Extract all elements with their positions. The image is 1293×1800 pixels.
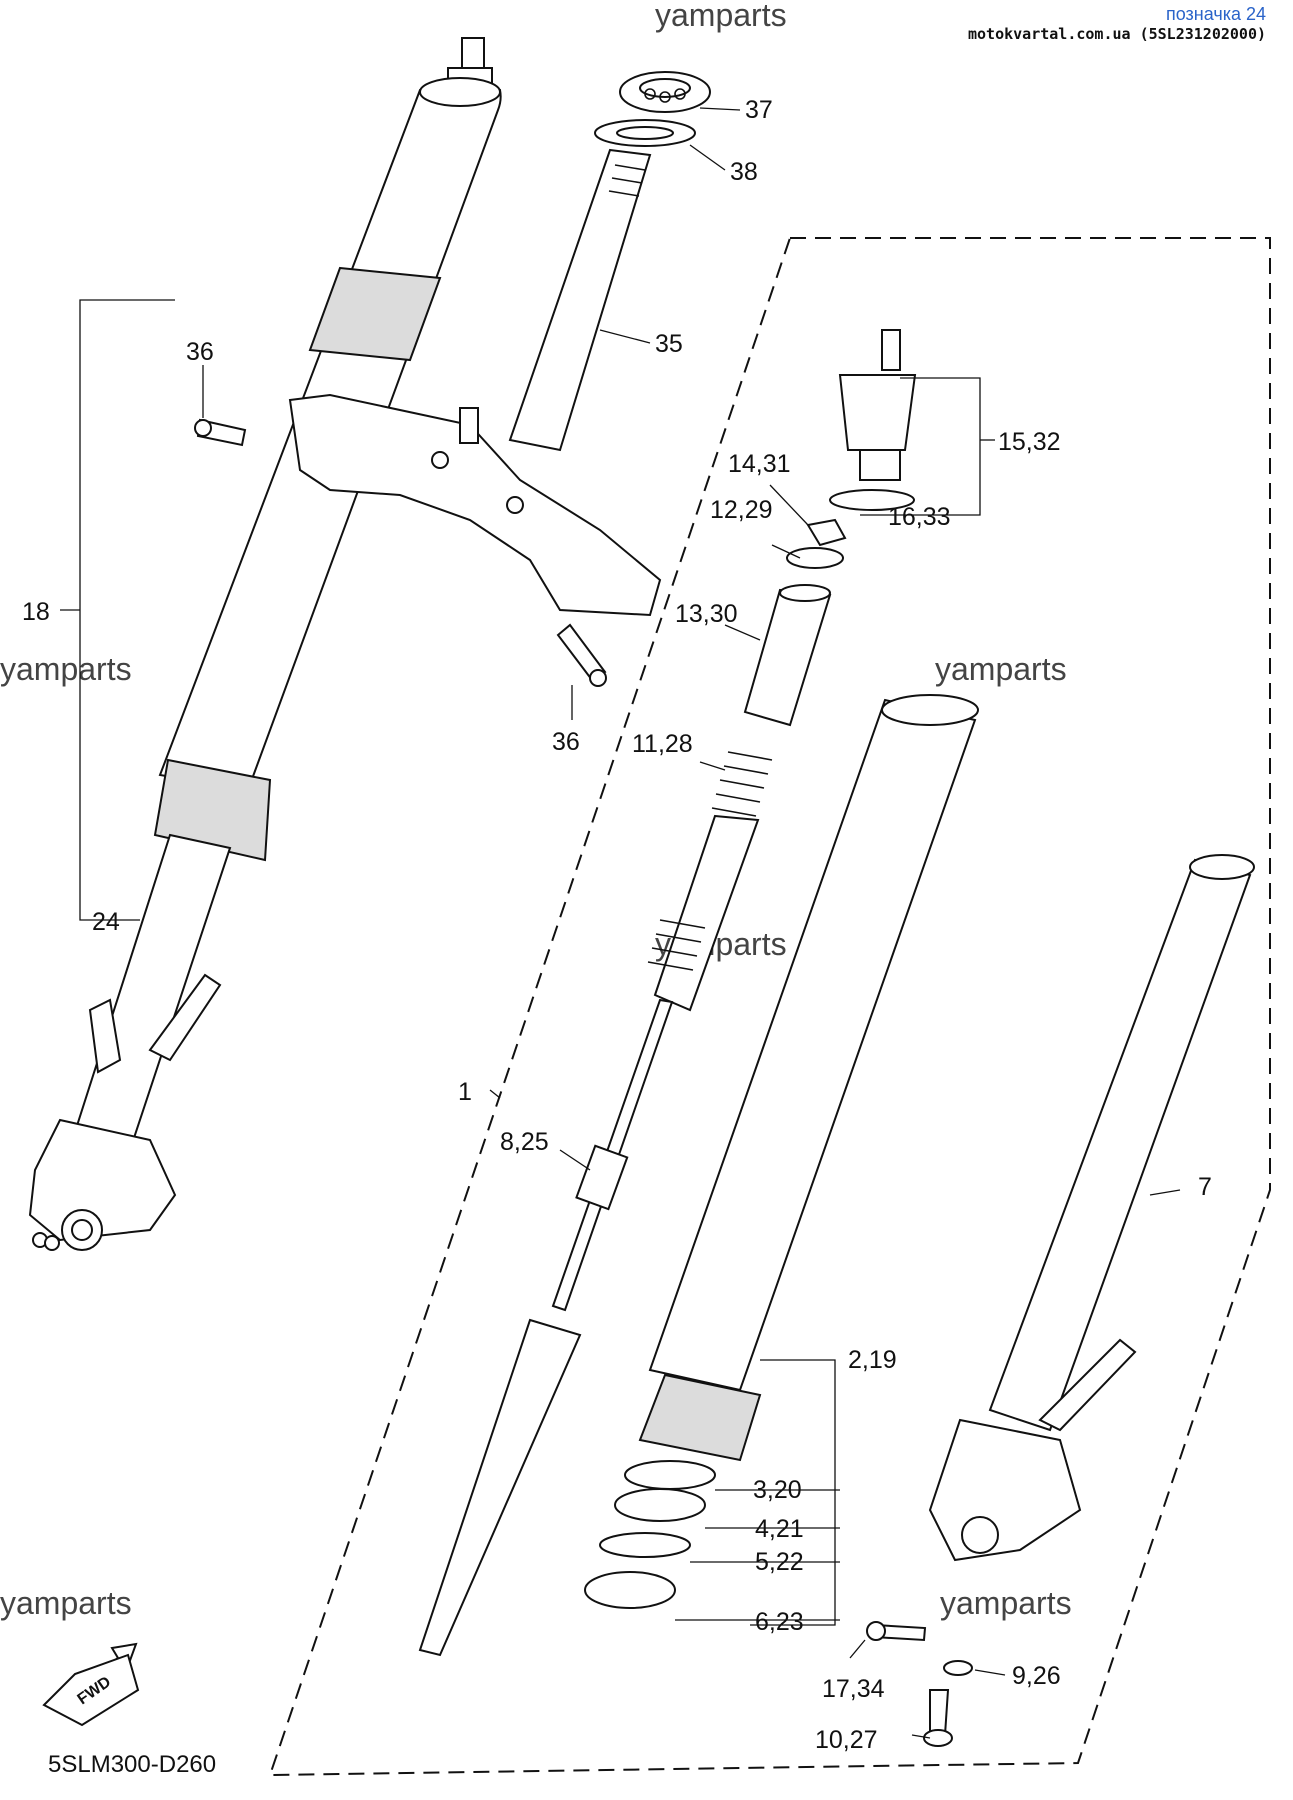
watermark-right: yamparts: [935, 651, 1067, 687]
callout-35: 35: [655, 330, 683, 358]
callout-6-23: 6,23: [755, 1608, 804, 1636]
assembly-boundary: [268, 237, 1271, 1777]
cap-bolt-15: [838, 329, 917, 481]
callout-38: 38: [730, 158, 758, 186]
bearing-37: [619, 71, 711, 113]
callout-18: 18: [22, 598, 50, 626]
callout-24: 24: [92, 908, 120, 936]
fwd-arrow: FWD: [42, 1642, 140, 1727]
callout-11-28: 11,28: [632, 730, 693, 758]
axle-bracket-left: [28, 1118, 177, 1242]
callout-16-33: 16,33: [888, 503, 951, 531]
callout-3-20: 3,20: [753, 1476, 802, 1504]
watermark-bottom-right: yamparts: [940, 1585, 1072, 1621]
callout-1: 1: [458, 1078, 472, 1106]
watermark-top: yamparts: [655, 0, 787, 33]
callout-36-upper: 36: [186, 338, 214, 366]
assembled-fork-left: [28, 37, 502, 1251]
callout-5-22: 5,22: [755, 1548, 804, 1576]
callout-9-26: 9,26: [1012, 1662, 1061, 1690]
spacer-13: [743, 588, 832, 727]
bolt-10: [929, 1689, 950, 1736]
callout-15-32: 15,32: [998, 428, 1061, 456]
watermark-left: yamparts: [0, 651, 132, 687]
damper-cylinder: [418, 1318, 582, 1657]
callout-10-27: 10,27: [815, 1726, 878, 1754]
steering-stem: [508, 148, 652, 452]
callout-7: 7: [1198, 1173, 1212, 1201]
outer-tube-2: [648, 698, 977, 1392]
callout-2-19: 2,19: [848, 1346, 897, 1374]
washer-3: [624, 1460, 716, 1490]
callout-12-29: 12,29: [710, 496, 773, 524]
nut-14: [806, 518, 847, 547]
o-ring-16: [829, 489, 915, 511]
lower-bracket: [194, 148, 662, 687]
callout-14-31: 14,31: [728, 450, 791, 478]
clip-5: [599, 1532, 691, 1558]
oil-seal-4: [614, 1488, 706, 1522]
callout-17-34: 17,34: [822, 1675, 885, 1703]
callout-13-30: 13,30: [675, 600, 738, 628]
callout-4-21: 4,21: [755, 1515, 804, 1543]
diagram-code: 5SLM300-D260: [48, 1751, 216, 1778]
axle-bracket-right: [928, 1418, 1082, 1562]
damper-rod-8: [418, 998, 674, 1657]
callout-36-lower: 36: [552, 728, 580, 756]
header: позначка 24 motokvartal.com.ua (5SL23120…: [968, 4, 1266, 44]
callout-37: 37: [745, 96, 773, 124]
position-label: позначка 24: [1165, 4, 1266, 24]
washer-9: [943, 1660, 973, 1676]
leader-lines: [60, 107, 1181, 1739]
dust-seal-6: [584, 1571, 676, 1609]
spring-11: [647, 751, 773, 1012]
site-code: motokvartal.com.ua (5SL231202000): [967, 25, 1266, 43]
callout-8-25: 8,25: [500, 1128, 549, 1156]
watermark-bottom-left: yamparts: [0, 1585, 132, 1621]
washer-12: [786, 547, 844, 569]
